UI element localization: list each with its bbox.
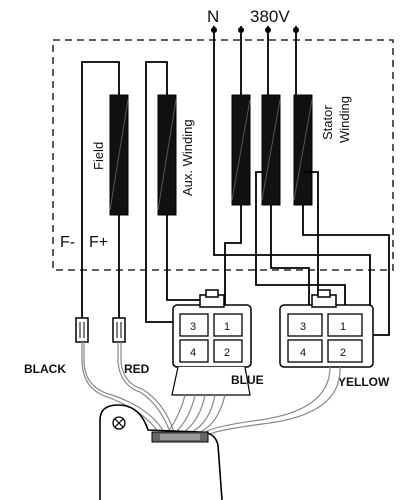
stator-label-line2: Winding (337, 96, 352, 143)
red-wire-label: RED (124, 362, 150, 376)
aux-winding-label: Aux. Winding (180, 119, 195, 196)
aux-wires (145, 61, 211, 323)
voltage-label: 380V (250, 7, 290, 26)
blue-pin-3: 3 (190, 321, 196, 333)
field-label: Field (91, 142, 106, 170)
f-minus-label: F- (60, 234, 75, 251)
stator-label-line1: Stator (320, 105, 335, 140)
blue-connector-label: BLUE (231, 373, 264, 387)
field-winding (109, 94, 129, 216)
blue-pin-1: 1 (224, 321, 230, 333)
generator-housing (99, 404, 223, 500)
yellow-pin-1: 1 (340, 321, 346, 333)
wire-harness (109, 366, 341, 435)
aux-winding (157, 94, 177, 216)
blue-pin-2: 2 (224, 347, 230, 359)
black-wire-label: BLACK (24, 362, 66, 376)
yellow-connector (279, 289, 374, 368)
blue-pin-4: 4 (190, 347, 196, 359)
blue-connector (171, 289, 252, 396)
screw-icon (112, 416, 126, 430)
f-plus-label: F+ (89, 234, 108, 251)
supply-terminals (211, 26, 299, 232)
field-wires (81, 61, 120, 305)
enclosure-boundary (52, 39, 394, 271)
yellow-pin-2: 2 (340, 347, 346, 359)
yellow-connector-label: YELLOW (338, 375, 390, 389)
neutral-label: N (207, 7, 219, 26)
stator-windings (231, 94, 313, 206)
black-spade-terminal (75, 305, 113, 399)
yellow-pin-3: 3 (300, 321, 306, 333)
red-spade-terminal (112, 305, 143, 393)
yellow-pin-4: 4 (300, 347, 306, 359)
